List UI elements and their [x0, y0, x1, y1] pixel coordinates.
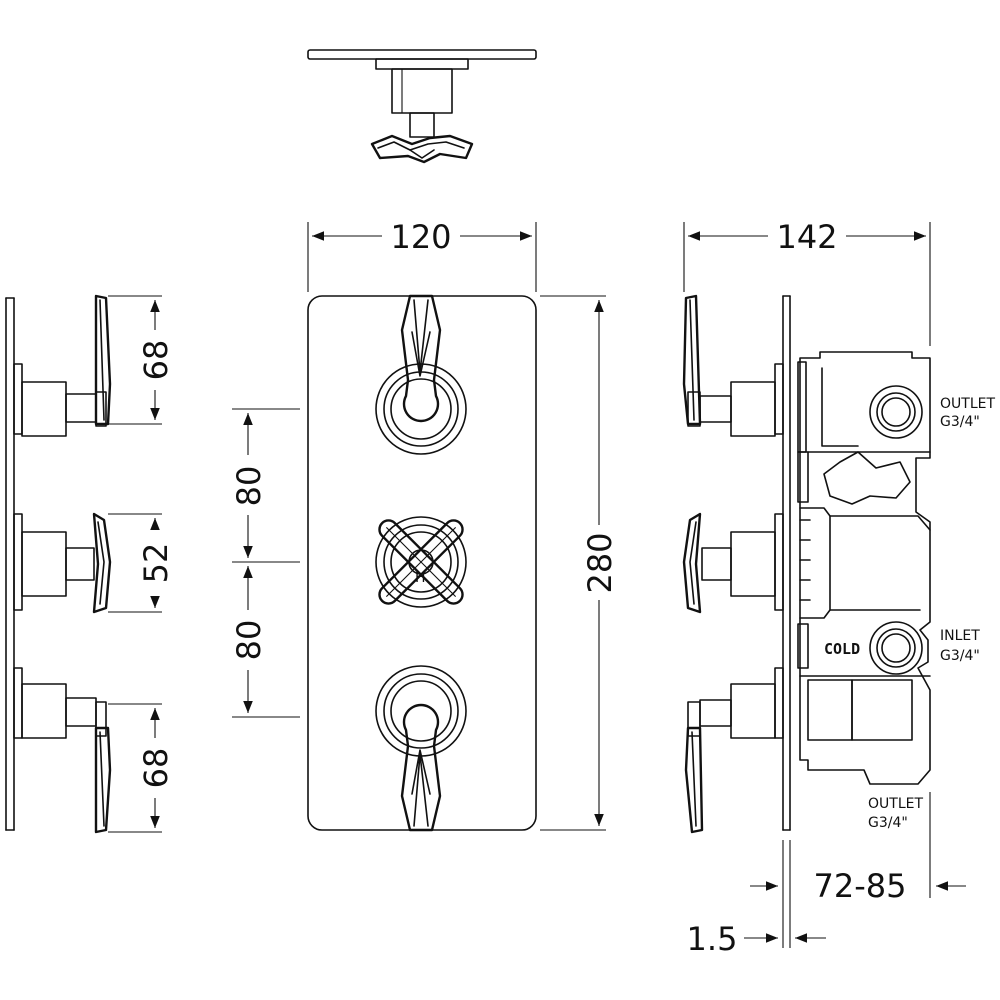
outlet-bottom-thread: G3/4" [868, 815, 908, 831]
dim-handle-bottom: 68 [137, 748, 175, 789]
inlet-port [869, 621, 923, 675]
dim-spacing-upper: 80 [230, 466, 268, 507]
dim-side-depth: 142 [776, 218, 837, 256]
dim-front-width: 120 [390, 218, 451, 256]
dim-plate-thickness: 1.5 [687, 920, 738, 958]
right-side-view: COLD OUTLET G3/4" INLET G3/4" OUTLET G3/… [682, 218, 995, 958]
cold-marking: COLD [824, 640, 860, 658]
outlet-top-thread: G3/4" [940, 414, 980, 430]
right-handle-bottom [684, 667, 784, 834]
left-side-view: 68 52 68 [5, 294, 175, 834]
front-control-top [375, 294, 467, 455]
front-control-middle: H [375, 516, 467, 608]
dim-handle-middle: 52 [137, 543, 175, 584]
dim-handle-top: 68 [137, 340, 175, 381]
front-control-bottom [375, 665, 467, 832]
left-handle-top [13, 294, 112, 437]
outlet-top-port [869, 385, 923, 439]
outlet-bottom-label: OUTLET [868, 796, 923, 812]
dim-front-height: 280 [581, 532, 619, 593]
left-handle-bottom [13, 667, 112, 834]
right-handle-middle [682, 512, 784, 614]
front-view: H 120 280 80 80 [230, 218, 619, 832]
inlet-label: INLET [940, 628, 980, 644]
dim-spacing-lower: 80 [230, 620, 268, 661]
right-handle-top [682, 294, 784, 437]
inlet-thread: G3/4" [940, 648, 980, 664]
left-handle-middle [13, 512, 112, 614]
hot-marker: H [415, 570, 426, 586]
dim-outlet-projection: 72-85 [814, 867, 907, 905]
outlet-top-label: OUTLET [940, 396, 995, 412]
valve-body [799, 351, 931, 785]
top-view [307, 49, 537, 164]
